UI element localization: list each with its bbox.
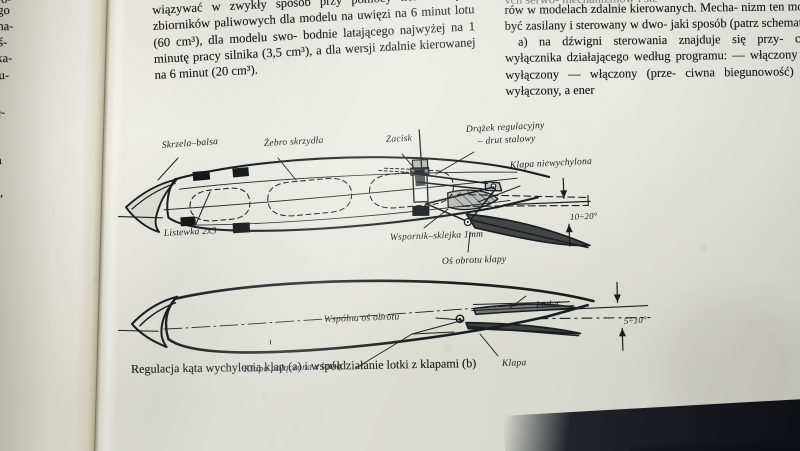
label-lotka: Lotka [535,299,559,311]
left-column: eh z powo- mimo jego ostawić na- istew n… [0,0,72,384]
upper-leader-lines [157,151,521,253]
label-zacisk: Zacisk [386,133,413,145]
flap-deflected-edge [469,219,589,249]
figure-flap-adjustment: Skrzela–balsa Żebro skrzydła Zacisk Drąż… [118,112,738,382]
wing-chord-line [163,177,518,211]
flap-lower-edge [467,325,580,337]
label-wspolna-os-obrotu: Wspólna oś obrotu [324,311,400,325]
label-klapa: Klapa [501,357,527,369]
right-column: ych serwo- mechanizmów i ste- rów w mode… [504,0,800,99]
lower-leader-lines [355,295,527,369]
label-skrzela-balsa: Skrzela–balsa [161,136,218,151]
label-drut-stalowy: – drut stalowy [477,133,537,147]
right-column-paragraph-1: rów w modelach zdalnie kierowanych. Mech… [504,0,800,34]
label-wspornik-sklejka: Wspornik–sklejka 1mm [390,229,484,243]
label-zebro-skrzydla: Żebro skrzydła [264,134,324,149]
aileron-lines [471,301,575,311]
label-klapa-polaczona-z-lotka: Klapa połączona z lotką [243,361,342,375]
left-column-block-1: mimo jego ostawić na- istew noś- ownicy … [0,3,14,82]
label-angle-lower: 5÷10° [623,314,647,326]
lower-wing-leading-edge [164,297,177,341]
label-os-obrotu-klapy: Oś obrotu klapy [442,254,507,267]
rib-lightening-holes [189,169,454,222]
angle-indicator-lower [535,281,651,351]
wing-leading-edge [166,178,176,219]
wing-inner-top-line [178,171,518,190]
lower-slat-outline [130,295,179,349]
figure-labels: Skrzela–balsa Żebro skrzydła Zacisk Drąż… [161,120,647,375]
lower-wing-upper-surface [173,279,595,303]
flap-deflected [465,213,591,247]
lower-slat-chord [118,329,159,332]
left-column-block-2: ze wzglę- żar kon- ci użytej zone. Na ka… [0,104,6,232]
label-klapa-niewychylona: Klapa niewychylona [509,156,593,171]
label-drazek-regulacyjny: Drążek regulacyjny [465,120,546,135]
label-listewka: Listewka 2x3 [163,225,217,239]
right-column-paragraph-2: a) na dźwigni sterowania znajduje się pr… [505,31,800,98]
wing-upper-surface [173,156,551,181]
label-angle-upper: 10÷20° [570,211,598,222]
middle-column: modeli, należy roz- wiązywać w zwykły sp… [152,0,476,84]
flap-undeflected-reference [457,193,589,207]
middle-column-text: wiązywać w zwykły sposób przy pomocy nor… [152,0,476,83]
angle-indicator-upper [503,177,591,247]
slat-chord-line [118,215,163,219]
slat-outline [125,178,178,233]
